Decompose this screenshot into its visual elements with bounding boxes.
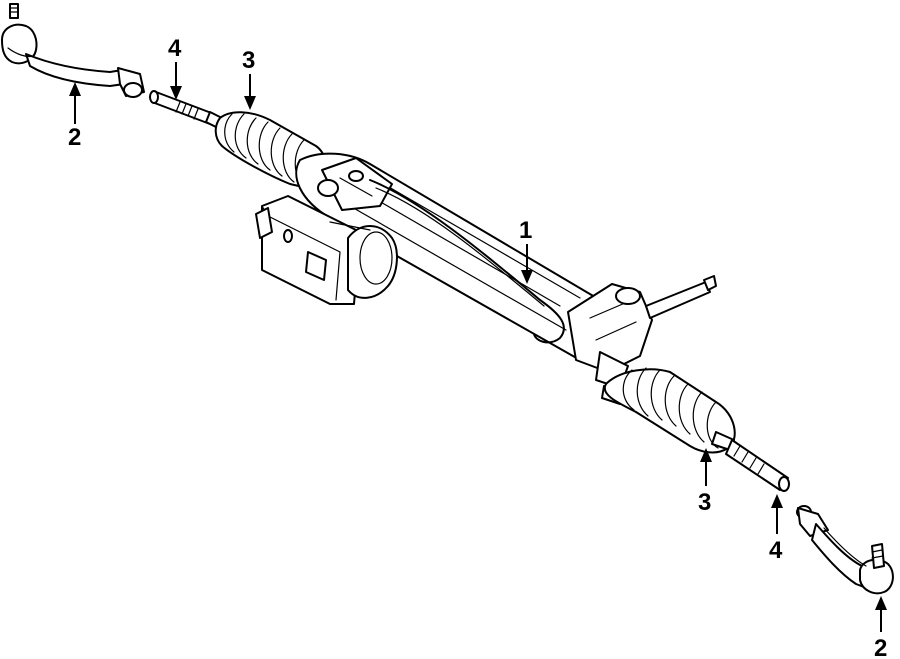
callout-label-boot-right: 3 — [698, 489, 711, 516]
rack-housing — [255, 152, 717, 405]
inner-tie-rod-right — [711, 431, 790, 492]
callout-label-rack-assembly: 1 — [519, 217, 532, 244]
callout-3-right: 3 — [698, 448, 712, 516]
callout-2-right: 2 — [874, 596, 887, 659]
callout-label-tie-rod-end-left: 2 — [68, 124, 81, 151]
callout-label-boot-left: 3 — [242, 47, 255, 74]
callout-label-inner-rod-right: 4 — [769, 537, 783, 564]
callout-2-left: 2 — [68, 82, 81, 151]
callout-label-inner-rod-left: 4 — [168, 35, 182, 62]
tie-rod-end-right — [796, 505, 894, 595]
callout-3-left: 3 — [242, 47, 256, 110]
inner-tie-rod-left — [149, 90, 227, 131]
callout-1: 1 — [519, 217, 533, 284]
tie-rod-end-left — [1, 3, 145, 98]
callout-4-left: 4 — [168, 35, 182, 100]
callout-4-right: 4 — [769, 494, 783, 564]
callout-label-tie-rod-end-right: 2 — [874, 635, 887, 659]
